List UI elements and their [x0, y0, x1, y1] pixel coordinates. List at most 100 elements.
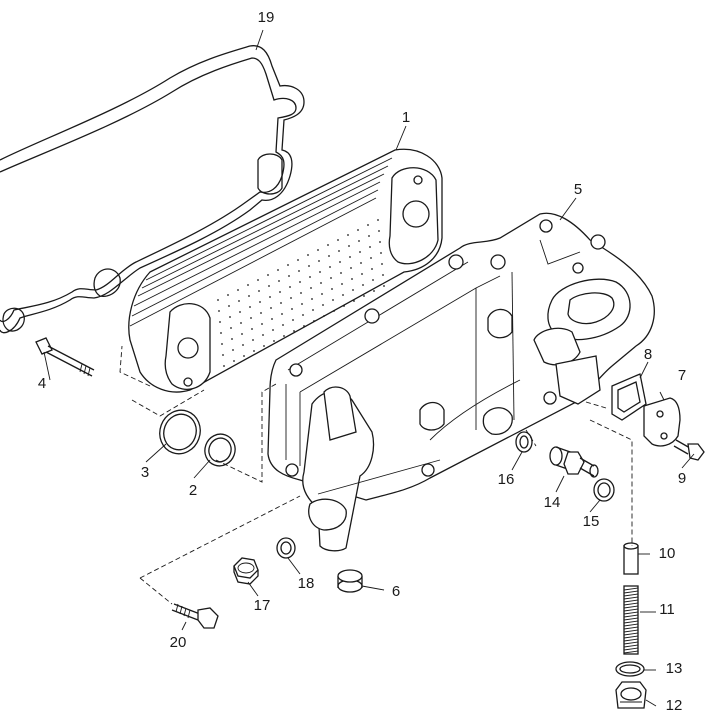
cooler-texture-dot	[239, 311, 241, 313]
cooler-texture-dot	[310, 287, 312, 289]
cooler-texture-dot	[311, 298, 313, 300]
cooler-texture-dot	[230, 327, 232, 329]
cooler-texture-dot	[333, 310, 335, 312]
cooler-texture-dot	[287, 264, 289, 266]
cooler-texture-dot	[248, 295, 250, 297]
cooler-texture-dot	[290, 297, 292, 299]
cooler-texture-dot	[360, 262, 362, 264]
cooler-texture-dot	[347, 234, 349, 236]
cooler-texture-dot	[272, 329, 274, 331]
cooler-texture-dot	[357, 229, 359, 231]
part-15-cap	[593, 478, 615, 502]
cooler-texture-dot	[288, 275, 290, 277]
label-part-14: 14	[544, 494, 561, 511]
cooler-texture-dot	[331, 288, 333, 290]
cooler-texture-dot	[341, 283, 343, 285]
cooler-texture-dot	[348, 245, 350, 247]
part-17-hex-plug	[233, 557, 259, 585]
cooler-texture-dot	[278, 280, 280, 282]
label-part-13: 13	[666, 660, 683, 677]
cooler-texture-dot	[220, 332, 222, 334]
cooler-texture-dot	[359, 251, 361, 253]
cooler-texture-dot	[381, 263, 383, 265]
cooler-texture-dot	[373, 290, 375, 292]
label-part-6: 6	[392, 583, 400, 600]
cooler-texture-dot	[351, 278, 353, 280]
label-part-20: 20	[170, 634, 187, 651]
spring-coil	[623, 590, 639, 594]
part-7-cover-plate	[643, 397, 681, 447]
cooler-texture-dot	[251, 328, 253, 330]
cooler-texture-dot	[297, 259, 299, 261]
spring-coil	[623, 632, 639, 636]
cooler-texture-dot	[338, 250, 340, 252]
cooler-texture-dot	[313, 320, 315, 322]
cooler-texture-dot	[327, 244, 329, 246]
cooler-texture-dot	[343, 305, 345, 307]
cooler-texture-dot	[277, 269, 279, 271]
cooler-texture-dot	[268, 285, 270, 287]
cooler-texture-dot	[362, 284, 364, 286]
cooler-texture-dot	[332, 299, 334, 301]
cooler-texture-dot	[323, 315, 325, 317]
part-number-labels: 19 1 5 8 7 4 3 2 16 9 14 15 10 18 6 17 1…	[38, 9, 686, 714]
cooler-texture-dot	[369, 246, 371, 248]
cooler-texture-dot	[242, 344, 244, 346]
spring-coil	[623, 647, 639, 651]
label-part-8: 8	[644, 346, 652, 363]
cooler-texture-dot	[299, 281, 301, 283]
cooler-texture-dot	[218, 310, 220, 312]
label-part-4: 4	[38, 375, 46, 392]
spring-coil	[623, 644, 639, 648]
cooler-texture-dot	[281, 313, 283, 315]
part-18-washer	[276, 537, 296, 559]
cooler-texture-dot	[363, 295, 365, 297]
leader-lines	[43, 29, 695, 707]
cooler-texture-dot	[221, 343, 223, 345]
cooler-texture-dot	[241, 333, 243, 335]
cooler-texture-dot	[231, 338, 233, 340]
cooler-texture-dot	[329, 266, 331, 268]
cooler-texture-dot	[229, 316, 231, 318]
spring-coil	[623, 608, 639, 612]
spring-coil	[623, 641, 639, 645]
cooler-texture-dot	[237, 289, 239, 291]
cooler-texture-dot	[291, 308, 293, 310]
cooler-texture-dot	[379, 241, 381, 243]
label-part-10: 10	[659, 545, 676, 562]
cooler-texture-dot	[353, 300, 355, 302]
cooler-texture-dot	[228, 305, 230, 307]
part-13-o-ring	[615, 661, 645, 677]
cooler-texture-dot	[223, 365, 225, 367]
cooler-texture-dot	[271, 318, 273, 320]
cooler-texture-dot	[317, 249, 319, 251]
cooler-texture-dot	[302, 314, 304, 316]
cooler-texture-dot	[301, 303, 303, 305]
cooler-texture-dot	[319, 271, 321, 273]
label-part-12: 12	[666, 697, 683, 714]
cooler-texture-dot	[261, 323, 263, 325]
cooler-texture-dot	[217, 299, 219, 301]
cooler-texture-dot	[352, 289, 354, 291]
cooler-texture-dot	[279, 291, 281, 293]
part-9-bolt	[673, 439, 705, 461]
spring-coil	[623, 638, 639, 642]
spring-coil	[623, 617, 639, 621]
cooler-texture-dot	[382, 274, 384, 276]
spring-coil	[623, 599, 639, 603]
part-8-gasket	[611, 373, 647, 421]
cooler-texture-dot	[249, 306, 251, 308]
cooler-texture-dot	[361, 273, 363, 275]
label-part-9: 9	[678, 470, 686, 487]
label-part-2: 2	[189, 482, 197, 499]
cooler-texture-dot	[227, 294, 229, 296]
part-10-pin	[623, 542, 639, 575]
cooler-texture-dot	[258, 290, 260, 292]
cooler-texture-dot	[303, 325, 305, 327]
cooler-texture-dot	[337, 239, 339, 241]
label-part-19: 19	[258, 9, 275, 26]
cooler-texture-dot	[273, 340, 275, 342]
label-part-15: 15	[583, 513, 600, 530]
cooler-texture-dot	[309, 276, 311, 278]
